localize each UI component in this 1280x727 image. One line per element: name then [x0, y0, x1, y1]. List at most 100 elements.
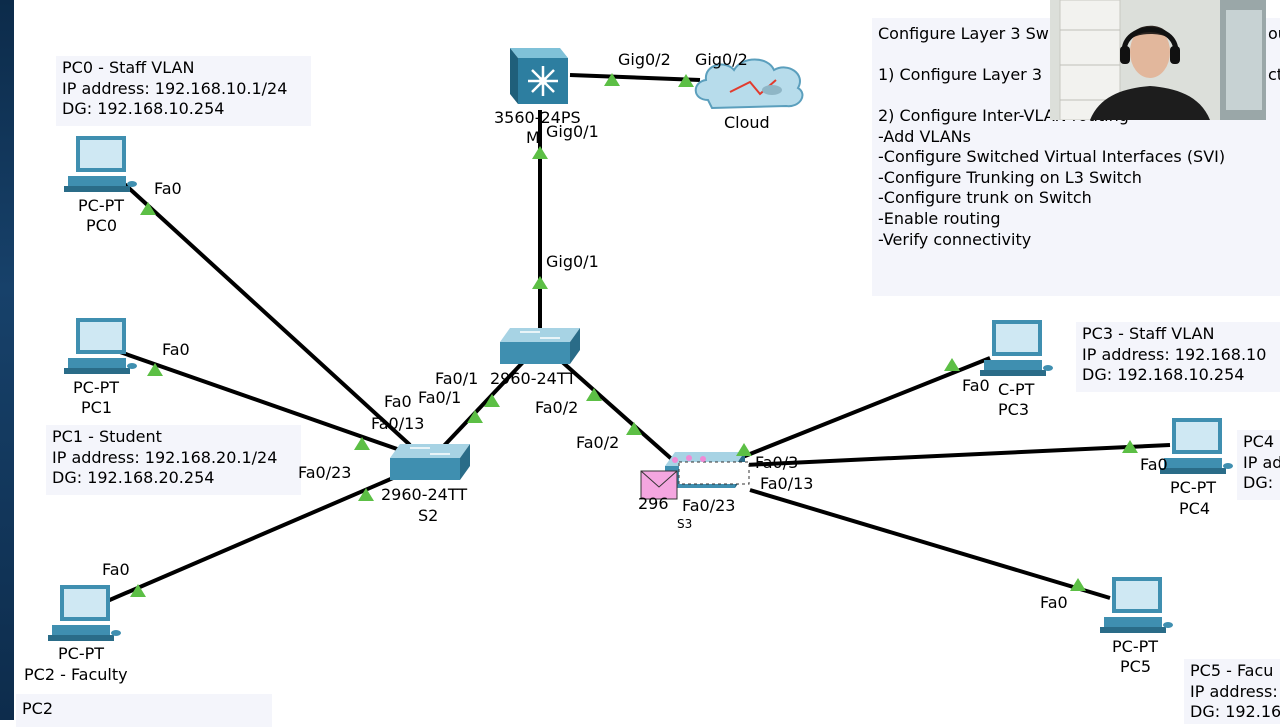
note-pc3-line2: IP address: 192.168.10 [1082, 344, 1267, 364]
port-label-top-fa0-1: Fa0/1 [435, 369, 479, 388]
pc4-icon [1160, 418, 1233, 474]
port-label-pc2-fa0: Fa0 [102, 560, 130, 579]
switch-s2[interactable] [390, 444, 470, 488]
pc1-device[interactable] [64, 318, 138, 380]
switch-s2-name: S2 [418, 506, 439, 525]
note-pc3-line1: PC3 - Staff VLAN [1082, 324, 1215, 343]
note-pc5-line2: IP address: [1190, 681, 1278, 701]
link-light-s2-fa0-23 [358, 488, 374, 501]
task-line-6: -Configure trunk on Switch [878, 188, 1092, 207]
pc5-name: PC5 [1120, 657, 1151, 676]
port-label-s2-fa0: Fa0 [384, 392, 412, 411]
task-line-title-overflow: ou [1268, 24, 1280, 43]
multilayer-switch[interactable] [510, 48, 570, 110]
link-light-pc0 [140, 202, 156, 215]
note-pc5-line3: DG: 192.16 [1190, 702, 1280, 721]
link-light-s3-fa0-2 [626, 422, 642, 435]
cloud-name: Cloud [724, 113, 770, 132]
pc5-device[interactable] [1100, 577, 1174, 639]
note-pc2: PC2 [16, 694, 272, 727]
link-light-cloud-gig0-2 [678, 74, 694, 87]
cloud-icon [694, 58, 804, 110]
pc5-type: PC-PT [1112, 637, 1159, 656]
port-label-s2-fa0-13: Fa0/13 [371, 414, 425, 433]
link-pc0-s2 [118, 178, 412, 447]
note-pc4-line2: IP ad [1243, 452, 1280, 472]
task-line-title: Configure Layer 3 Sw [878, 24, 1049, 43]
port-label-cloud-gig0-2: Gig0/2 [695, 50, 748, 69]
note-pc0-line2: IP address: 192.168.10.1/24 [62, 78, 288, 98]
desktop-background-strip [0, 0, 14, 720]
pc2-icon [48, 585, 121, 641]
pc3-device[interactable] [980, 320, 1054, 382]
link-light-l3-gig0-1 [532, 146, 548, 159]
pc3-type: C-PT [998, 380, 1035, 399]
note-pc0-line1: PC0 - Staff VLAN [62, 58, 195, 77]
pc0-icon [64, 136, 137, 192]
link-light-s3-fa0-3 [736, 443, 752, 456]
task-line-8: -Verify connectivity [878, 230, 1032, 249]
pc0-device[interactable] [64, 136, 138, 198]
note-pc4-line1: PC4 [1243, 432, 1274, 451]
multilayer-switch-model: 3560-24PS [494, 108, 581, 127]
task-line-7: -Enable routing [878, 209, 1001, 228]
link-light-top-gig0-1 [532, 276, 548, 289]
link-light-s2-fa0-1 [467, 410, 483, 423]
pc2-device[interactable] [48, 585, 122, 647]
port-label-top-gig0-1: Gig0/1 [546, 252, 599, 271]
link-light-top-fa0-1 [484, 394, 500, 407]
switch-s3-name: S3 [677, 517, 693, 531]
pc0-type: PC-PT [78, 196, 125, 215]
note-pc3-line3: DG: 192.168.10.254 [1082, 365, 1245, 384]
task-line-1: 1) Configure Layer 3 [878, 65, 1043, 84]
top-switch-model: 2960-24TT [490, 369, 577, 388]
port-label-pc0-fa0: Fa0 [154, 179, 182, 198]
link-s3-pc5 [749, 488, 1111, 600]
presenter-video [1050, 0, 1266, 120]
link-light-pc1 [147, 363, 163, 376]
link-light-pc4 [1122, 440, 1138, 453]
switch-s3-icon [665, 452, 750, 488]
top-switch[interactable] [500, 328, 580, 372]
link-light-pc3 [944, 358, 960, 371]
pc1-icon [64, 318, 137, 374]
pc4-device[interactable] [1160, 418, 1234, 480]
link-light-top-fa0-2 [586, 388, 602, 401]
port-label-s2-fa0-1: Fa0/1 [418, 388, 462, 407]
webcam-overlay [1050, 0, 1266, 120]
link-light-l3-gig0-2 [604, 73, 620, 86]
switch-s3[interactable] [665, 452, 755, 502]
multilayer-switch-icon [510, 48, 568, 104]
pc5-icon [1100, 577, 1173, 633]
pc3-icon [980, 320, 1053, 376]
port-label-l3-gig0-2: Gig0/2 [618, 50, 671, 69]
link-top-switch-s3 [558, 358, 677, 464]
cloud-device[interactable] [690, 52, 808, 118]
pc3-name: PC3 [998, 400, 1029, 419]
port-label-pc1-fa0: Fa0 [162, 340, 190, 359]
note-pc4-line3: DG: 1 [1243, 473, 1280, 492]
task-line-5: -Configure Trunking on L3 Switch [878, 168, 1142, 187]
link-s2-top-switch [438, 358, 527, 452]
port-label-s3-fa0-23: Fa0/23 [682, 496, 736, 515]
pc2-type: PC-PT [58, 644, 105, 663]
link-s3-pc3 [734, 356, 991, 462]
pdu-envelope-icon[interactable] [640, 470, 678, 504]
task-line-4: -Configure Switched Virtual Interfaces (… [878, 147, 1226, 166]
note-pc0-line3: DG: 192.168.10.254 [62, 99, 225, 118]
switch-s3-model: 296 [638, 494, 669, 513]
link-pc2-s2 [104, 473, 401, 604]
port-label-s3-fa0-13: Fa0/13 [760, 474, 814, 493]
switch-s2-icon [390, 444, 470, 480]
pc0-name: PC0 [86, 216, 117, 235]
note-pc2-line1: PC2 [22, 699, 53, 718]
pc2-name: PC2 - Faculty [24, 665, 128, 684]
note-pc5-line1: PC5 - Facu [1190, 661, 1274, 680]
task-line-3: -Add VLANs [878, 127, 971, 146]
